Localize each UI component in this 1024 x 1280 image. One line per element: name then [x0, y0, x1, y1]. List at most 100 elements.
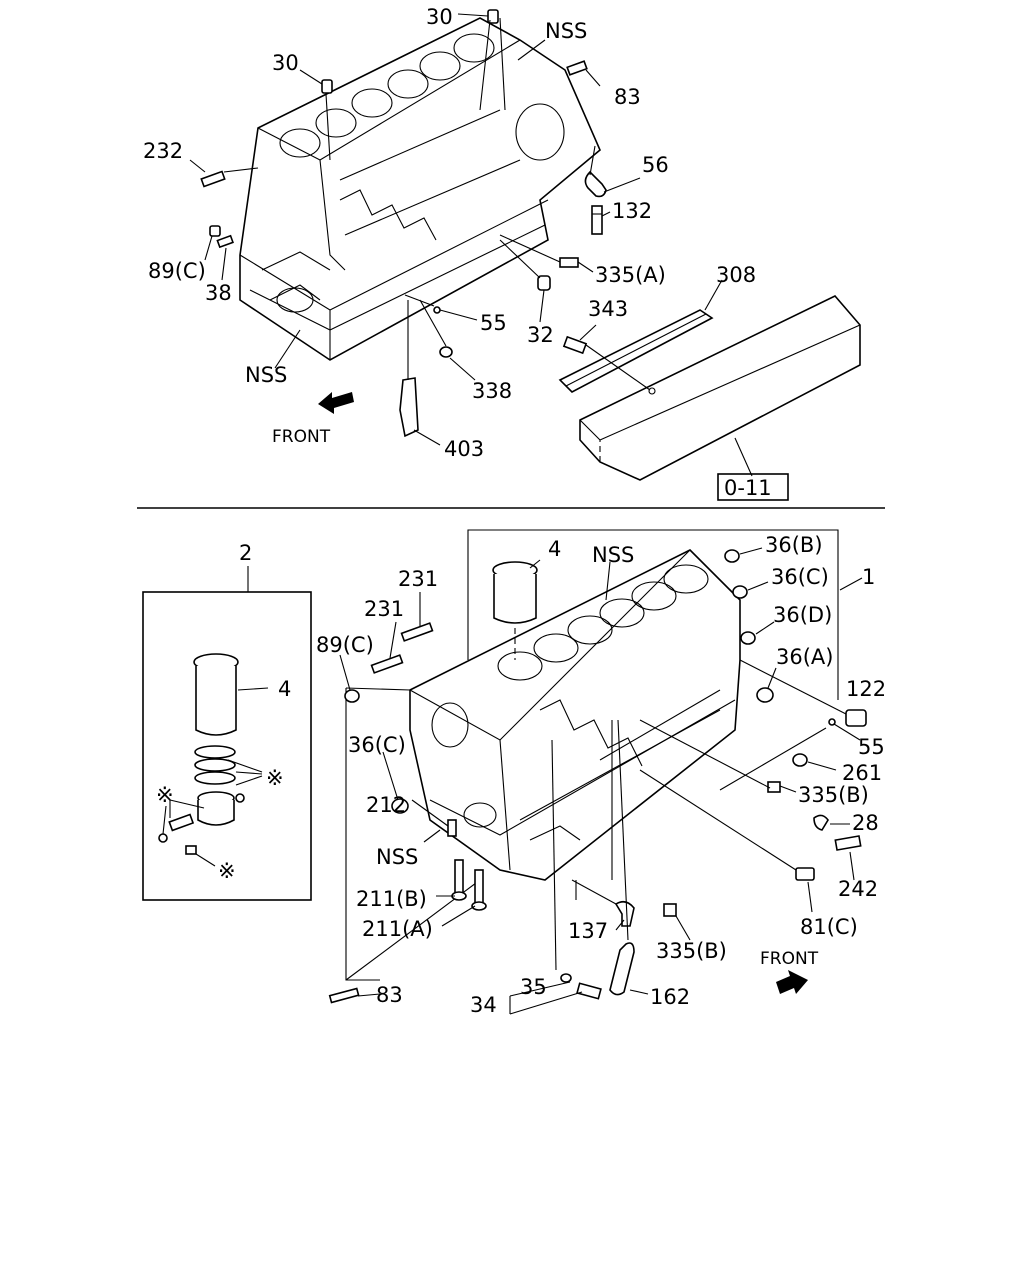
plug-89c-upper — [209, 225, 221, 237]
ring-35 — [560, 973, 572, 983]
oil-jet-56 — [584, 170, 607, 198]
label-front-lower: FRONT — [760, 949, 819, 969]
label-122: 122 — [846, 677, 886, 701]
label-4-kit: 4 — [278, 677, 291, 701]
label-55-upper: 55 — [480, 311, 507, 335]
plug-36c — [732, 585, 748, 599]
front-arrow-lower-icon — [776, 970, 808, 994]
label-335a: 335(A) — [595, 263, 666, 287]
label-nss-a: NSS — [545, 19, 587, 43]
plug-36a — [756, 687, 774, 703]
pipe-162 — [609, 942, 635, 996]
ref-box — [717, 473, 789, 501]
label-38: 38 — [205, 281, 232, 305]
ball-55-upper — [433, 306, 441, 314]
plug-36b — [724, 549, 740, 563]
labels-lower: 2 4 ※ ※ ※ 4 NSS 36(B) 36(C) 36(D) 1 36(A… — [156, 533, 886, 1017]
plug-30a — [487, 9, 499, 24]
label-star-1: ※ — [266, 766, 284, 790]
rail-308 — [558, 309, 714, 393]
label-231-b: 231 — [364, 597, 404, 621]
plug-36d — [740, 631, 756, 645]
label-403: 403 — [444, 437, 484, 461]
pin-212 — [447, 819, 457, 837]
label-35: 35 — [520, 975, 547, 999]
bolt-335b2 — [663, 903, 677, 917]
label-30a: 30 — [426, 5, 453, 29]
plug-261 — [792, 753, 808, 767]
label-1: 1 — [862, 565, 875, 589]
label-83-lower: 83 — [376, 983, 403, 1007]
label-308: 308 — [716, 263, 756, 287]
upper-view: 30 30 NSS 83 232 56 132 89(C) 38 335(A) … — [143, 5, 861, 501]
plug-122 — [845, 709, 867, 727]
label-ref: 0-11 — [724, 476, 772, 500]
plug-338 — [439, 346, 453, 358]
label-nss-b: NSS — [245, 363, 287, 387]
label-232: 232 — [143, 139, 183, 163]
label-28: 28 — [852, 811, 879, 835]
label-212: 212 — [366, 793, 406, 817]
labels-upper: 30 30 NSS 83 232 56 132 89(C) 38 335(A) … — [143, 5, 789, 501]
leader-lines-lower — [339, 547, 863, 1015]
label-132: 132 — [612, 199, 652, 223]
bolt-335a — [559, 257, 579, 268]
front-arrow-upper-icon — [318, 392, 354, 414]
label-242: 242 — [838, 877, 878, 901]
oil-pan-cover — [579, 295, 861, 481]
label-56: 56 — [642, 153, 669, 177]
label-star-3: ※ — [218, 859, 236, 883]
label-36d: 36(D) — [773, 603, 832, 627]
label-261: 261 — [842, 761, 882, 785]
label-137: 137 — [568, 919, 608, 943]
plug-36c-lower — [391, 798, 409, 814]
cylinder-block-lower — [409, 549, 741, 881]
liner-4-assembly — [492, 561, 538, 660]
label-nss-1: NSS — [592, 543, 634, 567]
label-211a: 211(A) — [362, 917, 433, 941]
label-34: 34 — [470, 993, 497, 1017]
lower-view: 2 4 ※ ※ ※ 4 NSS 36(B) 36(C) 36(D) 1 36(A… — [142, 529, 886, 1017]
label-front-upper: FRONT — [272, 427, 331, 447]
bolt-335b1 — [767, 781, 781, 793]
elbow-137 — [614, 900, 635, 927]
label-81c: 81(C) — [800, 915, 858, 939]
stud-231b — [370, 654, 404, 674]
label-2: 2 — [239, 541, 252, 565]
label-30b: 30 — [272, 51, 299, 75]
piston-kit-box — [142, 566, 312, 901]
bracket-403 — [399, 377, 419, 438]
ball-55-lower — [828, 718, 836, 726]
stud-231a — [400, 622, 434, 642]
label-83-upper: 83 — [614, 85, 641, 109]
bolt-211b — [451, 859, 467, 901]
bolt-242 — [834, 835, 862, 851]
plug-30b — [321, 79, 333, 94]
clip-28 — [813, 814, 829, 831]
label-4-assembly: 4 — [548, 537, 561, 561]
plug-89c-lower — [344, 689, 360, 703]
label-89c-upper: 89(C) — [148, 259, 206, 283]
bolt-132 — [591, 205, 603, 235]
label-89c-lower: 89(C) — [316, 633, 374, 657]
label-36a: 36(A) — [776, 645, 833, 669]
cylinder-block-upper — [239, 17, 601, 361]
label-32: 32 — [527, 323, 554, 347]
stud-232 — [200, 170, 226, 188]
bolt-83-upper — [566, 60, 588, 76]
label-343: 343 — [588, 297, 628, 321]
bolt-211a — [471, 869, 487, 911]
label-36b: 36(B) — [765, 533, 823, 557]
label-36c-lower: 36(C) — [348, 733, 406, 757]
label-338: 338 — [472, 379, 512, 403]
bolt-81c — [795, 867, 815, 881]
label-335b-2: 335(B) — [656, 939, 727, 963]
fitting-34 — [576, 982, 602, 1000]
label-211b: 211(B) — [356, 887, 427, 911]
label-231-a: 231 — [398, 567, 438, 591]
label-55-lower: 55 — [858, 735, 885, 759]
label-162: 162 — [650, 985, 690, 1009]
bolt-343 — [562, 335, 588, 355]
label-star-2: ※ — [156, 783, 174, 807]
